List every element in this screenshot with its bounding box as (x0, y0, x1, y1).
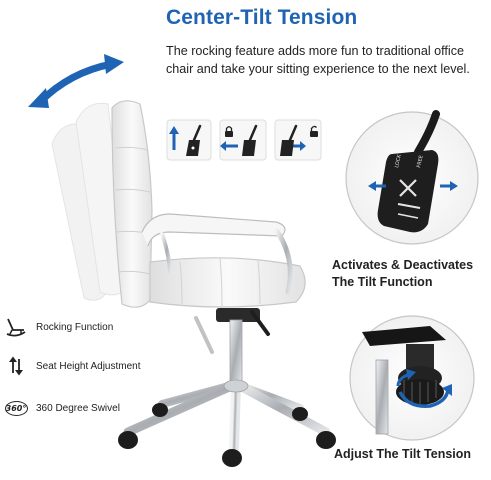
tension-knob-callout (349, 315, 475, 441)
chair-base (123, 379, 331, 453)
feature-swivel: 360° 360 Degree Swivel (4, 397, 120, 419)
tilt-mechanism (194, 308, 270, 354)
feature-rocking-label: Rocking Function (36, 321, 114, 333)
chair-seat (149, 257, 306, 308)
svg-text:FREE: FREE (416, 155, 425, 169)
feature-seat-height-label: Seat Height Adjustment (36, 360, 141, 372)
left-arrow-icon (368, 181, 386, 191)
rotate-arrow-icon (396, 369, 452, 408)
lever-diagram-lock (219, 119, 267, 161)
height-arrows-icon (4, 355, 28, 377)
feature-rocking: Rocking Function (4, 316, 113, 338)
rocking-chair-icon (4, 316, 28, 338)
chair-armrest (141, 213, 293, 295)
right-arrow-icon (440, 181, 458, 191)
page-title: Center-Tilt Tension (166, 6, 358, 29)
adjust-tension-label: Adjust The Tilt Tension (334, 447, 472, 461)
activate-tilt-label-line: Activates & Deactivates The Tilt Functio… (332, 258, 474, 289)
lock-icon (225, 126, 233, 137)
chair-backrest (111, 100, 153, 308)
unlock-icon (310, 125, 318, 137)
swivel-360-icon-text: 360° (4, 400, 28, 416)
lever-diagram-up (166, 119, 212, 161)
gas-cylinder (229, 319, 243, 385)
tilt-arrow-icon (28, 54, 124, 108)
lever-diagram-unlock (274, 119, 322, 161)
feature-seat-height: Seat Height Adjustment (4, 355, 141, 377)
svg-text:LOCK: LOCK (394, 153, 403, 168)
lever-closeup-callout: LOCK FREE (345, 110, 479, 245)
swivel-360-icon: 360° (4, 397, 28, 419)
feature-swivel-label: 360 Degree Swivel (36, 402, 120, 414)
feature-description: The rocking feature adds more fun to tra… (166, 44, 470, 76)
activate-tilt-label: Activates & Deactivates The Tilt Functio… (332, 257, 482, 291)
chair-casters (118, 403, 336, 467)
